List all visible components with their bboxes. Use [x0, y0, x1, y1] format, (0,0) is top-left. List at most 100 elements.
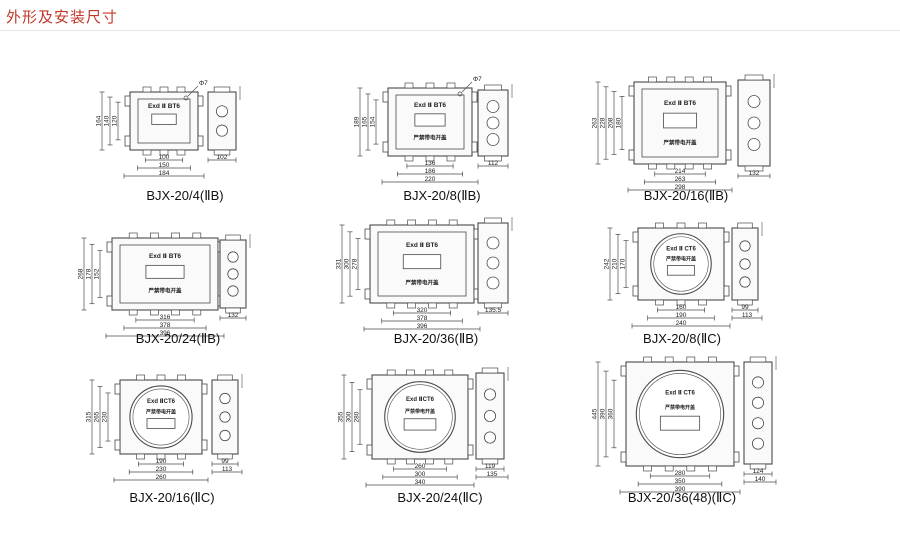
ex-mark-label: Exd Ⅱ BT6 [414, 102, 446, 109]
side-entry-hole [486, 116, 500, 130]
side-entry-hole [215, 124, 228, 137]
cable-entry [643, 465, 652, 472]
side-width-label: 135.5 [485, 307, 502, 314]
width-dimension-label: 184 [159, 170, 170, 177]
cable-entry [428, 302, 437, 309]
warning-sign-text: 严禁带电开盖 [662, 138, 697, 146]
side-entry-hole [747, 116, 761, 130]
side-entry-hole [486, 276, 500, 290]
cable-entry [386, 302, 396, 309]
cable-entry [448, 302, 458, 309]
mounting-ear [471, 141, 478, 153]
ex-mark-label: Exd Ⅱ BT6 [149, 253, 181, 260]
warning-sign-text: 严禁带电开盖 [145, 408, 176, 415]
width-dimension-label: 260 [415, 463, 426, 470]
cable-entry [136, 374, 145, 381]
width-dimension-label: 263 [675, 176, 686, 183]
mounting-ear [114, 439, 121, 451]
side-width-label: 112 [488, 160, 499, 167]
side-view [211, 374, 243, 460]
cable-entry [425, 155, 435, 162]
page-title: 外形及安装尺寸 [6, 8, 119, 26]
side-width-label: 132 [228, 312, 239, 319]
cable-entry [444, 458, 454, 465]
warning-sign-text: 严禁带电开盖 [665, 255, 696, 262]
height-dimension-label: 263 [592, 117, 599, 128]
height-dimension-label: 265 [94, 411, 101, 422]
side-entry-hole [483, 431, 496, 444]
cable-entry [666, 163, 676, 170]
round-cover [129, 385, 193, 449]
cable-entry [664, 465, 674, 472]
cable-entry [407, 302, 416, 309]
cable-entry [425, 82, 435, 89]
cable-entry [404, 82, 414, 89]
width-dimension-label: 100 [159, 154, 170, 161]
width-dimension-label: 316 [160, 314, 171, 321]
nameplate-window [414, 113, 446, 127]
cable-entry [176, 86, 186, 93]
mounting-hole [183, 95, 189, 101]
cover-frame [377, 231, 467, 297]
side-entry-hole [752, 396, 765, 409]
side-entry-hole [227, 268, 239, 280]
side-width-label: 140 [755, 476, 766, 483]
nameplate-window [402, 254, 442, 270]
hole-leader [461, 81, 473, 93]
mounting-ear [124, 95, 131, 107]
model-caption: BJX-20/24(ⅡC) [397, 490, 482, 505]
mounting-ear [723, 285, 730, 297]
width-dimension-label: 230 [156, 466, 167, 473]
nameplate-window [151, 113, 177, 125]
warning-sign-text: 严禁带电开盖 [147, 287, 182, 295]
side-dimensions: 132 [737, 170, 771, 179]
main-view: Exd Ⅱ BT6 严禁带电开盖 [106, 232, 224, 316]
cable-entry [386, 458, 396, 465]
cable-entry [406, 458, 415, 465]
cover-frame [395, 94, 465, 150]
height-dimension-label: 120 [112, 115, 119, 126]
cable-entry [425, 458, 434, 465]
width-dimension-label: 260 [156, 474, 167, 481]
side-entry-hole [219, 411, 231, 423]
side-gland-top [484, 217, 502, 224]
mounting-ear [620, 451, 627, 463]
mounting-ear [366, 378, 373, 390]
side-gland-top [481, 367, 499, 374]
side-dimensions: 135.5 [477, 307, 509, 316]
width-dimension-label: 320 [417, 307, 428, 314]
side-width-label: 99 [221, 458, 229, 465]
ex-mark-label: Exd Ⅱ BT6 [664, 100, 696, 107]
model-caption: BJX-20/24(ⅡB) [136, 331, 220, 346]
side-entry-hole [752, 376, 765, 389]
side-gland-top [749, 356, 767, 363]
width-dimension-label: 220 [425, 176, 436, 183]
width-dimension-label: 350 [675, 478, 686, 485]
side-entry-hole [739, 240, 751, 252]
side-width-label: 132 [749, 170, 760, 177]
cable-entry [171, 309, 180, 316]
cable-entry [686, 465, 696, 472]
round-cover-rim [639, 373, 721, 455]
side-width-label: 119 [485, 463, 496, 470]
side-view [477, 217, 513, 309]
side-entry-hole [747, 95, 761, 108]
cable-entry [159, 86, 169, 93]
